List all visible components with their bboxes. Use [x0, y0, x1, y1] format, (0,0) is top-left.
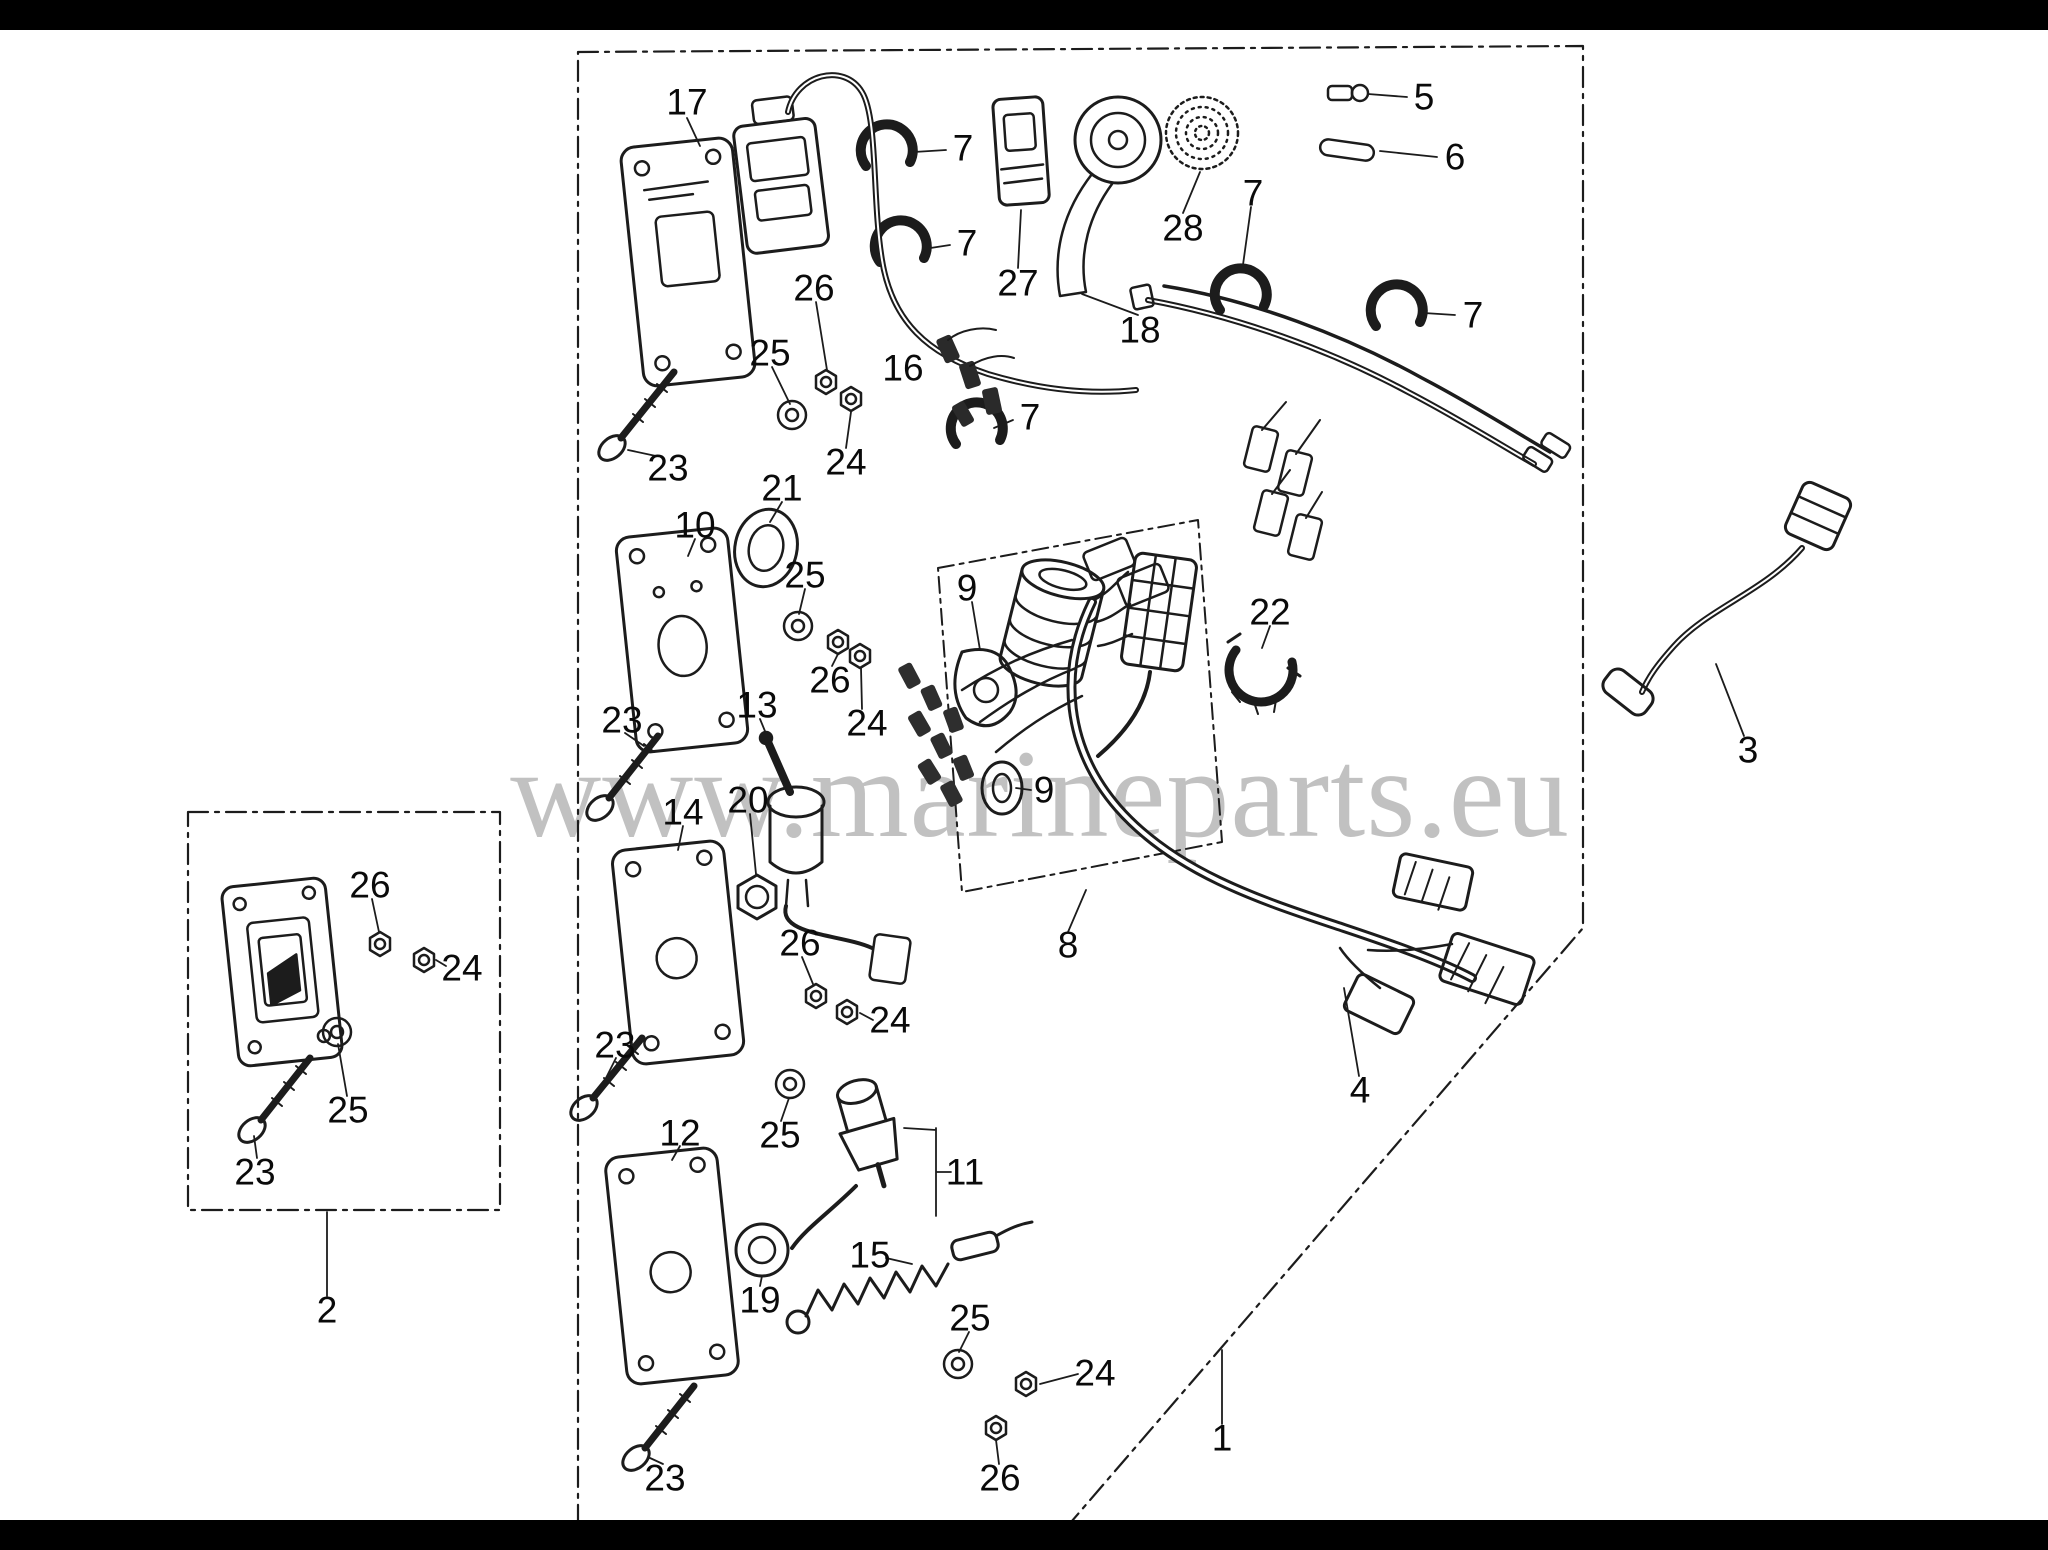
callout-6: 6 [1444, 136, 1466, 178]
connector-27 [991, 95, 1051, 207]
screw-23-b [585, 732, 662, 822]
callout-24-1: 24 [825, 441, 867, 483]
callout-23-4: 23 [644, 1457, 686, 1499]
callout-22: 22 [1249, 591, 1291, 633]
callout-19: 19 [739, 1279, 781, 1321]
letterbox-top [0, 0, 2048, 30]
harness-wires-top [1129, 283, 1572, 473]
callout-20: 20 [727, 779, 769, 821]
callout-25-5: 25 [327, 1089, 369, 1131]
panel-switch-2 [220, 876, 344, 1068]
callout-26-3: 26 [779, 922, 821, 964]
screw-23-a [597, 368, 678, 462]
clip-22 [1224, 632, 1302, 715]
callout-23-3: 23 [594, 1024, 636, 1066]
clip-7-d [1365, 279, 1428, 331]
callout-23-5: 23 [234, 1151, 276, 1193]
callout-24-5: 24 [441, 947, 483, 989]
nut-20 [736, 873, 778, 921]
callout-3: 3 [1737, 729, 1759, 771]
callout-25-3: 25 [759, 1114, 801, 1156]
callout-26-1: 26 [793, 267, 835, 309]
clip-7-b [869, 215, 932, 267]
callout-25-1: 25 [749, 332, 791, 374]
callout-23-1: 23 [647, 447, 689, 489]
grille-28 [1164, 95, 1240, 171]
switch-panel-group-boundary [186, 810, 502, 1212]
sleeve-6 [1318, 138, 1376, 162]
callout-23-2: 23 [601, 699, 643, 741]
callout-7-5: 7 [1019, 396, 1041, 438]
callout-4: 4 [1349, 1069, 1371, 1111]
callout-24-3: 24 [869, 999, 911, 1041]
plate-17 [619, 136, 757, 388]
pressure-switch-11 [836, 1078, 899, 1189]
switch-wire [790, 1184, 858, 1250]
grommet-21 [733, 507, 799, 589]
callout-11: 11 [945, 1151, 985, 1193]
switch-16 [732, 72, 1139, 395]
callout-10: 10 [674, 504, 716, 546]
callout-15: 15 [849, 1234, 891, 1276]
callout-27: 27 [997, 262, 1039, 304]
callout-17: 17 [666, 81, 708, 123]
callout-7-3: 7 [1242, 172, 1264, 214]
callout-26-4: 26 [979, 1457, 1021, 1499]
letterbox-bottom [0, 1520, 2048, 1550]
callout-1: 1 [1211, 1417, 1233, 1459]
callout-7-2: 7 [956, 222, 978, 264]
washers-and-nuts [321, 368, 1038, 1442]
callout-28: 28 [1162, 207, 1204, 249]
callout-9-1: 9 [956, 567, 978, 609]
plate-12 [604, 1146, 740, 1386]
callout-26-5: 26 [349, 864, 391, 906]
clip-7-a [855, 119, 918, 171]
callout-25-4: 25 [949, 1297, 991, 1339]
key-switch-9 [953, 551, 1198, 816]
callout-18: 18 [1119, 309, 1161, 351]
callout-24-4: 24 [1074, 1352, 1116, 1394]
callout-8: 8 [1057, 924, 1079, 966]
plate-10 [614, 526, 750, 754]
connector-cluster-right [1242, 401, 1324, 561]
terminal-5 [1326, 83, 1370, 103]
grommet-19 [734, 1222, 790, 1278]
screw-23-d [621, 1382, 698, 1472]
callout-5: 5 [1413, 76, 1435, 118]
callout-7-1: 7 [952, 127, 974, 169]
callout-13: 13 [736, 684, 778, 726]
cable-3 [1601, 480, 1853, 717]
leader-lines [253, 93, 1745, 1465]
lanyard-15 [785, 1220, 1034, 1335]
screw-23-e [237, 1054, 314, 1144]
callout-25-2: 25 [784, 554, 826, 596]
toggle-switch-13 [758, 730, 912, 985]
callout-21: 21 [761, 467, 803, 509]
callout-24-2: 24 [846, 702, 888, 744]
callout-12: 12 [659, 1112, 701, 1154]
callout-2: 2 [316, 1289, 338, 1331]
wire-harness-4 [898, 536, 1536, 1036]
horn-18 [1056, 95, 1163, 298]
connector-cluster-top [936, 327, 1015, 427]
callout-26-2: 26 [809, 659, 851, 701]
main-assembly-boundary [576, 44, 1585, 1545]
plate-14 [611, 839, 746, 1066]
callout-16: 16 [882, 347, 924, 389]
callout-7-4: 7 [1462, 294, 1484, 336]
callout-9-2: 9 [1033, 769, 1055, 811]
callout-14: 14 [662, 791, 704, 833]
